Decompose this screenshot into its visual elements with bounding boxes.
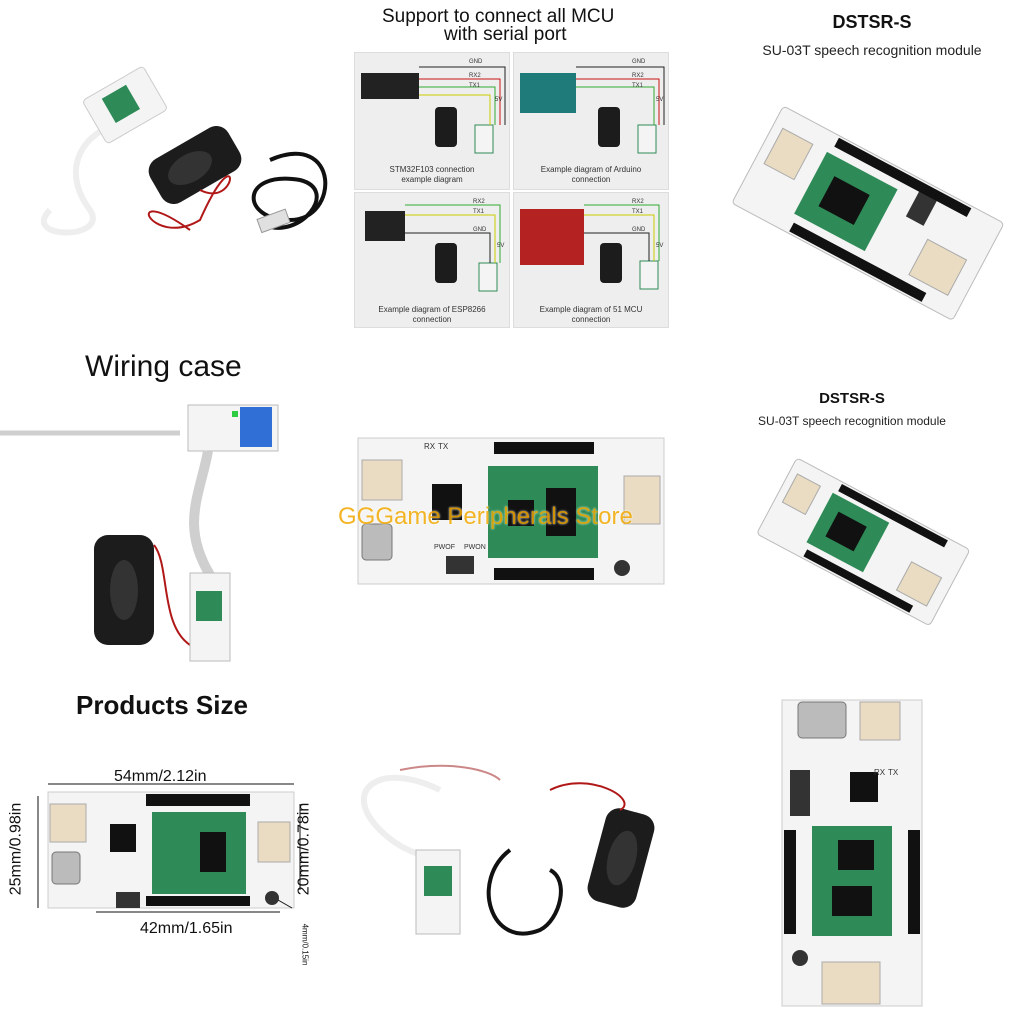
silk-pwon-label: PWON bbox=[464, 544, 486, 551]
height-right-dimension-label: 20mm/0.78in bbox=[295, 802, 313, 896]
wiring-illustration bbox=[0, 404, 279, 662]
module-board-angled-small bbox=[757, 458, 970, 625]
width-dimension-label: 54mm/2.12in bbox=[114, 768, 207, 785]
product-photo-top bbox=[720, 100, 1020, 340]
diagram-51mcu: RX2 TX1 GND 5V Example diagram of 51 MCU… bbox=[513, 192, 669, 328]
module-board-vertical bbox=[781, 699, 923, 1007]
silk-pwof-label: PWOF bbox=[434, 544, 455, 551]
pin-label-5v: 5V bbox=[656, 243, 664, 249]
wiring-title: Wiring case bbox=[85, 350, 242, 383]
diagram-caption-2: connection bbox=[412, 315, 452, 324]
vertical-silk-tx: TX bbox=[888, 768, 899, 777]
module-top-view: RX TX PWOF PWON bbox=[357, 437, 665, 585]
diagram-caption-2: example diagram bbox=[401, 175, 463, 184]
pin-label-gnd: GND bbox=[632, 59, 646, 65]
kit-photo-bottom bbox=[340, 750, 680, 950]
module-board-flat bbox=[357, 437, 665, 585]
diagram-caption-1: Example diagram of 51 MCU bbox=[539, 305, 643, 314]
stm32-wiring-illustration bbox=[361, 66, 506, 154]
wiring-photo bbox=[0, 395, 300, 675]
kit-illustration bbox=[40, 66, 328, 236]
diagram-caption-2: connection bbox=[571, 175, 611, 184]
product-name-top: DSTSR-S bbox=[832, 12, 912, 32]
pin-label-gnd: GND bbox=[469, 59, 483, 65]
pin-label-gnd: GND bbox=[632, 227, 646, 233]
diagram-caption-1: Example diagram of Arduino bbox=[540, 165, 642, 174]
diagram-stm32: GND RX2 TX1 5V STM32F103 connection exam… bbox=[354, 52, 510, 190]
pin-label-5v: 5V bbox=[497, 243, 505, 249]
hole-spacing-dimension-label: 42mm/1.65in bbox=[140, 920, 233, 937]
height-left-dimension-label: 25mm/0.98in bbox=[7, 802, 25, 896]
pin-label-rx2: RX2 bbox=[632, 73, 644, 79]
silk-rx-label: RX bbox=[424, 442, 436, 451]
pin-label-rx2: RX2 bbox=[469, 73, 481, 79]
diagram-caption-1: Example diagram of ESP8266 bbox=[378, 305, 486, 314]
size-board-illustration bbox=[37, 783, 301, 913]
silk-tx-label: TX bbox=[438, 442, 449, 451]
pin-label-tx1: TX1 bbox=[632, 83, 644, 89]
mcu51-wiring-illustration bbox=[520, 204, 660, 290]
hole-dimension-label: 4mm/0.15in bbox=[300, 923, 310, 966]
pin-label-rx2: RX2 bbox=[632, 199, 644, 205]
diagram-arduino: GND RX2 TX1 5V Example diagram of Arduin… bbox=[513, 52, 669, 190]
product-subtitle-top: SU-03T speech recognition module bbox=[762, 42, 982, 58]
product-name-mid: DSTSR-S bbox=[819, 390, 885, 407]
pin-label-5v: 5V bbox=[495, 97, 503, 103]
pin-label-rx2: RX2 bbox=[473, 199, 485, 205]
mcu-title-line2: with serial port bbox=[444, 24, 567, 45]
size-title: Products Size bbox=[76, 690, 248, 720]
diagram-caption-2: connection bbox=[571, 315, 611, 324]
diagram-esp8266: RX2 TX1 GND 5V Example diagram of ESP826… bbox=[354, 192, 510, 328]
product-photo-mid bbox=[750, 450, 980, 640]
kit-illustration-2 bbox=[360, 764, 655, 936]
kit-photo-top bbox=[0, 66, 340, 270]
module-vertical-view: RX TX bbox=[781, 699, 923, 1007]
size-diagram: 54mm/2.12in 25mm/0.98in 20mm/0.78in 42mm… bbox=[0, 760, 340, 970]
vertical-silk-rx: RX bbox=[874, 768, 886, 777]
pin-label-5v: 5V bbox=[656, 97, 664, 103]
arduino-wiring-illustration bbox=[520, 66, 665, 154]
pin-label-gnd: GND bbox=[473, 227, 487, 233]
product-subtitle-mid: SU-03T speech recognition module bbox=[758, 414, 946, 428]
pin-label-tx1: TX1 bbox=[632, 209, 644, 215]
diagram-caption-1: STM32F103 connection bbox=[389, 165, 475, 174]
store-watermark: GGGame Peripherals Store bbox=[338, 503, 633, 530]
module-board-angled bbox=[732, 106, 1004, 320]
pin-label-tx1: TX1 bbox=[469, 83, 481, 89]
pin-label-tx1: TX1 bbox=[473, 209, 485, 215]
esp8266-wiring-illustration bbox=[365, 204, 501, 292]
mcu-title-line1: Support to connect all MCU bbox=[382, 6, 615, 27]
